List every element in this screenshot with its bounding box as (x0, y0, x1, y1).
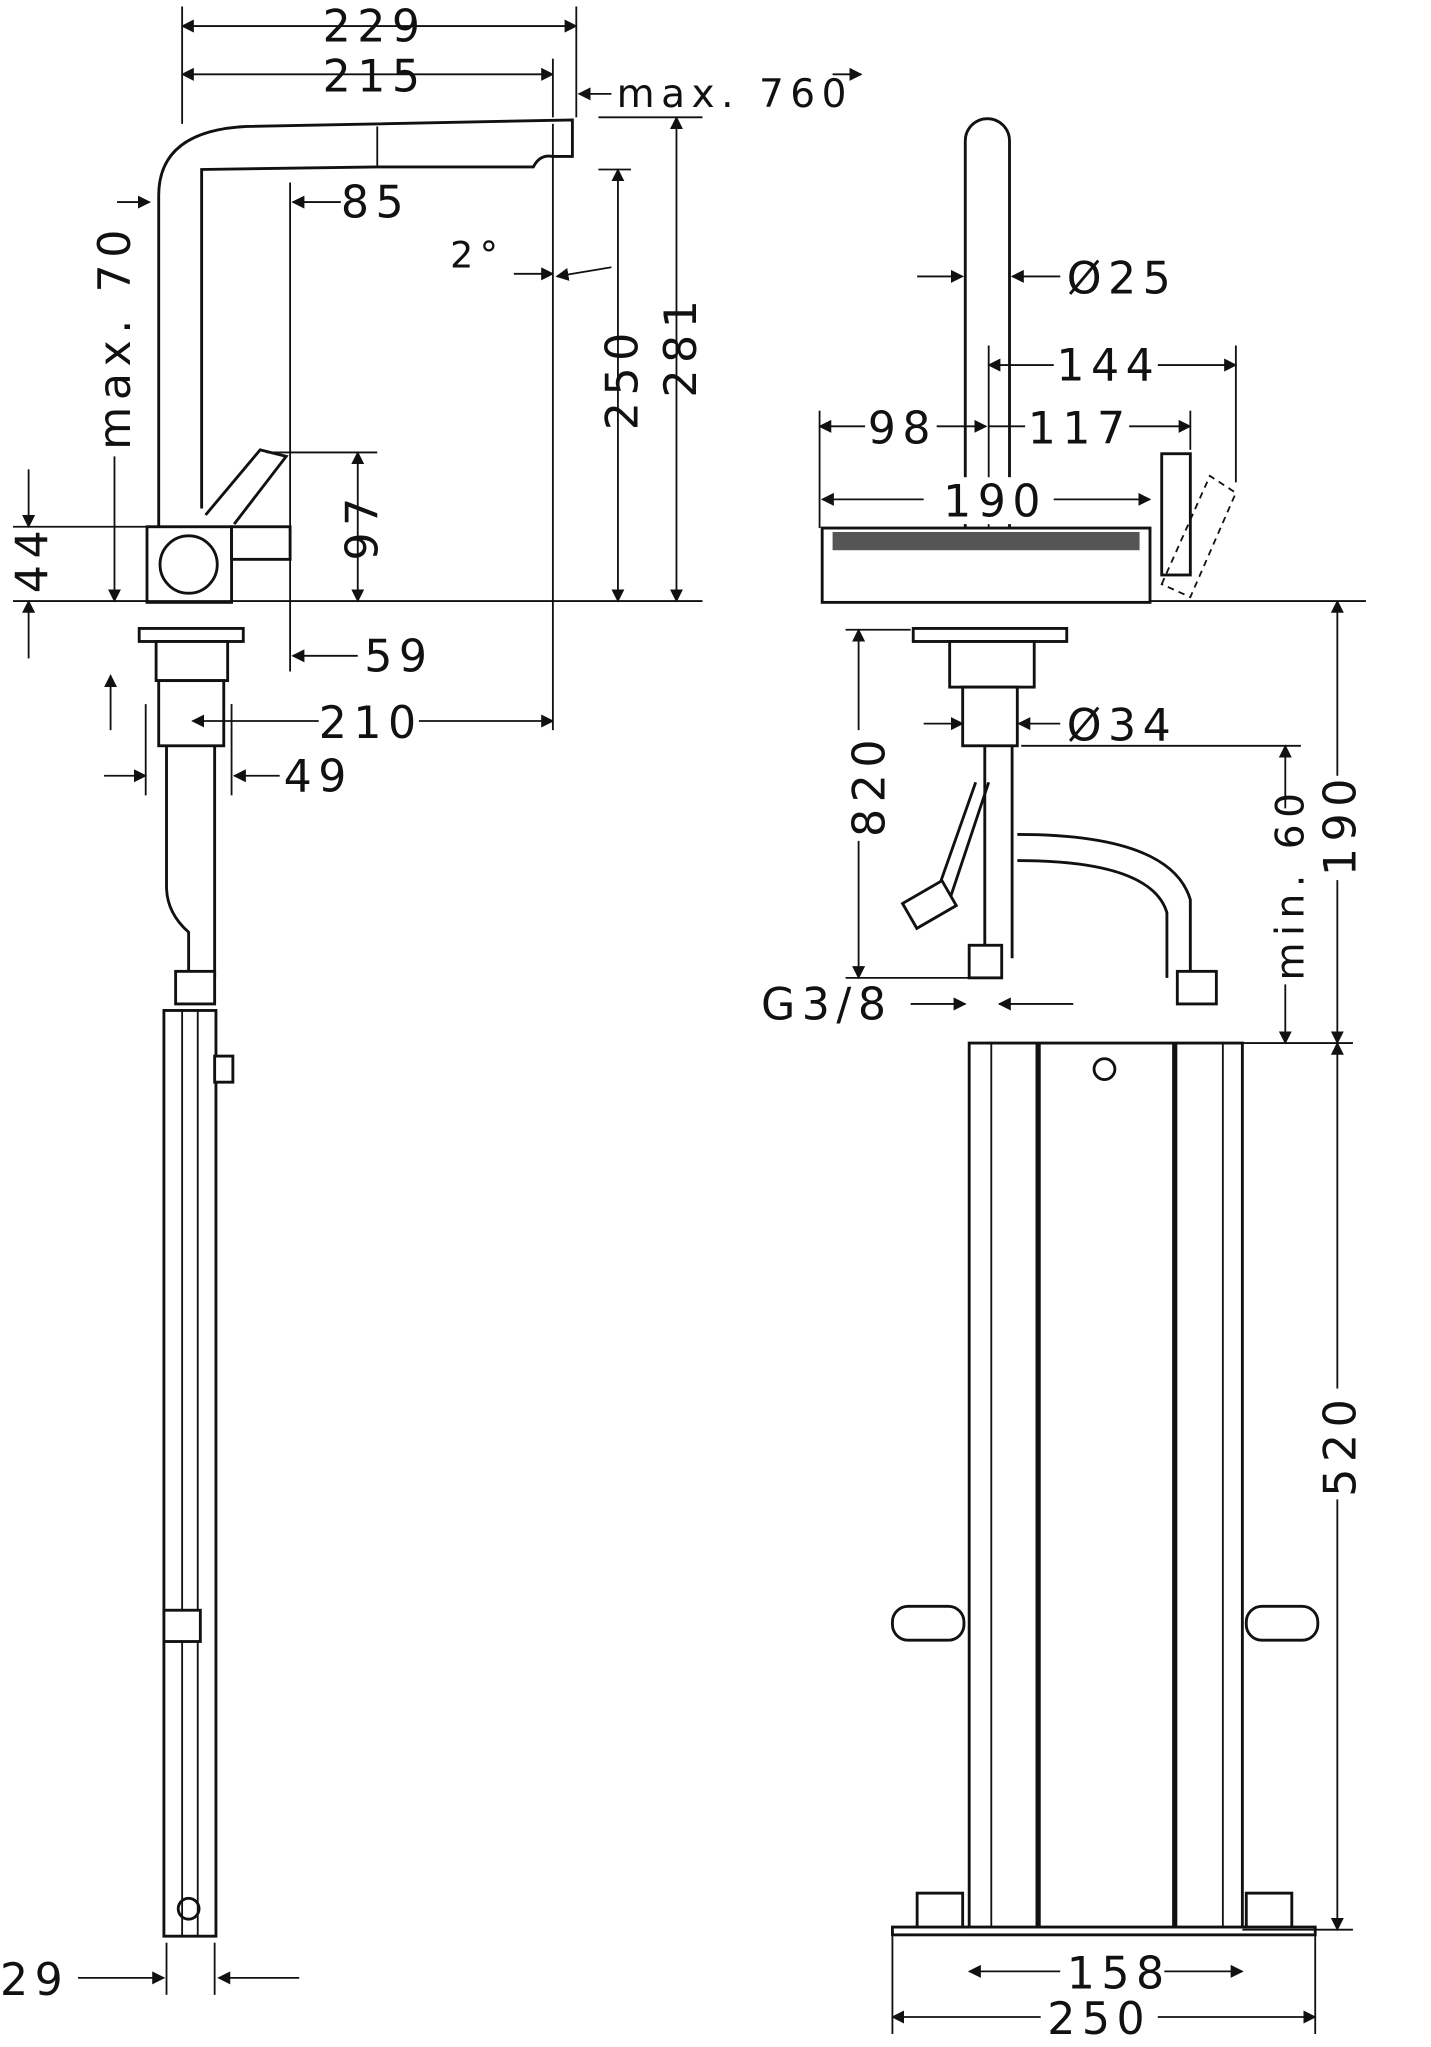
hose-front (983, 745, 1014, 959)
dim-2-degrees: 2° (450, 233, 504, 276)
dim-158: 158 (1067, 1948, 1171, 1999)
dim-215: 215 (323, 51, 427, 102)
dim-250-side: 250 (597, 326, 648, 430)
dim-229: 229 (323, 2, 427, 53)
dim-97: 97 (337, 491, 388, 560)
dim-diameter-34: Ø34 (1067, 701, 1178, 752)
lever (204, 448, 289, 526)
dim-max-760: max. 760 (617, 72, 853, 117)
dim-49: 49 (284, 751, 353, 802)
dim-59: 59 (364, 631, 433, 682)
dim-44: 44 (7, 524, 58, 593)
dim-520: 520 (1316, 1393, 1367, 1497)
dim-820: 820 (845, 733, 896, 837)
canister-side (162, 1009, 218, 1938)
dim-29: 29 (0, 1955, 69, 2006)
dim-281: 281 (656, 294, 707, 398)
dim-85: 85 (341, 178, 410, 229)
dim-190-top: 190 (943, 476, 1047, 527)
dim-98: 98 (868, 403, 937, 454)
dim-g3-8: G3/8 (761, 980, 892, 1031)
dim-117: 117 (1028, 403, 1132, 454)
dim-diameter-25: Ø25 (1067, 253, 1178, 304)
spout-outline (157, 118, 574, 529)
dim-144: 144 (1056, 341, 1160, 392)
hose (165, 745, 191, 978)
front-view: Ø25 144 98 117 190 Ø34 820 min. 60 190 G… (761, 117, 1367, 2045)
dim-190-right: 190 (1316, 772, 1367, 876)
dim-250-bottom: 250 (1047, 1994, 1151, 2045)
canister-front (967, 1041, 1244, 1932)
side-view: 229 215 max. 760 85 2° 250 281 max. 70 4… (0, 2, 863, 2006)
dim-210: 210 (319, 698, 423, 749)
dim-max-70: max. 70 (90, 223, 141, 450)
spout-front (963, 117, 1011, 529)
dim-min-60: min. 60 (1269, 786, 1314, 980)
